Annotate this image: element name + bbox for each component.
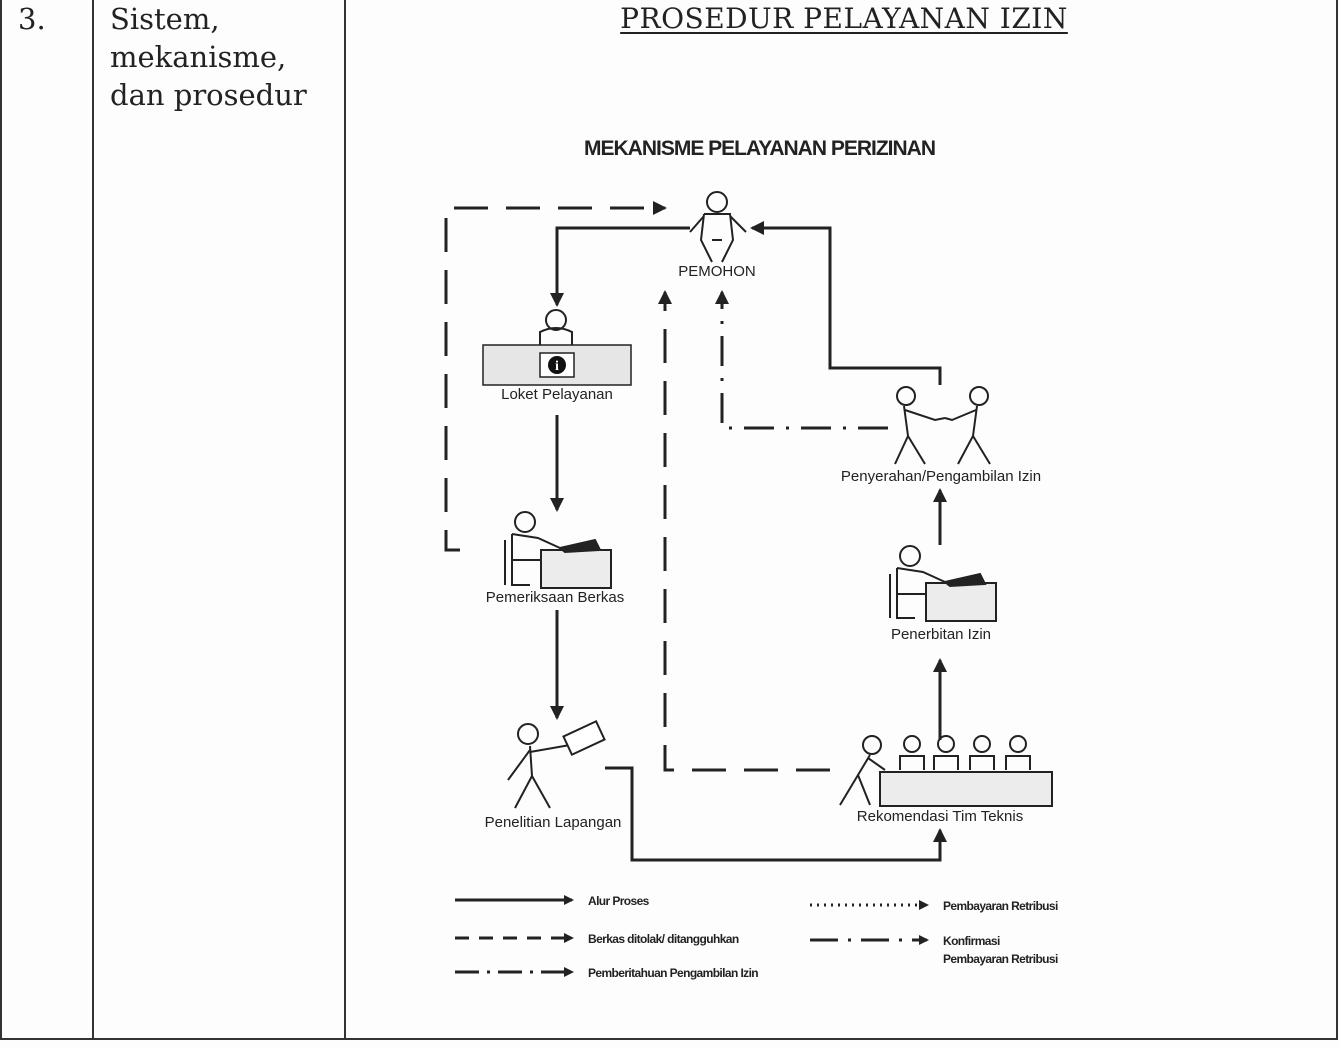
legend-pembayaran-label: Pembayaran Retribusi: [943, 899, 1058, 913]
legend-konfirmasi-label-1: Konfirmasi: [943, 934, 1000, 948]
arrow-penyerahan-notify: [715, 290, 888, 430]
process-arrows: [550, 221, 947, 862]
column-divider-2: [344, 0, 346, 1040]
arrow-penyerahan-to-pemohon: [750, 221, 942, 385]
loket-icon: i: [482, 309, 632, 386]
pemohon-figure: [689, 191, 747, 263]
section-heading: PROSEDUR PELAYANAN IZIN: [620, 2, 1068, 35]
legend-ditolak-label: Berkas ditolak/ ditangguhkan: [588, 932, 739, 946]
info-icon-glyph: i: [555, 359, 559, 374]
aspect-line-3: dan prosedur: [110, 78, 307, 112]
aspect-cell: Sistem, mekanisme, dan prosedur: [110, 0, 307, 114]
aspect-line-1: Sistem,: [110, 2, 220, 36]
penyerahan-label: Penyerahan/Pengambilan Izin: [841, 468, 1041, 485]
pemeriksaan-icon: [504, 511, 612, 589]
rekomendasi-label: Rekomendasi Tim Teknis: [857, 808, 1023, 825]
column-divider-1: [92, 0, 94, 1040]
legend: Alur Proses Berkas ditolak/ ditangguhkan…: [455, 894, 1059, 980]
penelitian-icon: [507, 720, 606, 809]
arrow-rejected-to-pemohon: [444, 201, 667, 552]
diagram-title: MEKANISME PELAYANAN PERIZINAN: [584, 137, 936, 160]
notification-arrow: [715, 290, 888, 430]
legend-konfirmasi-label-2: Pembayaran Retribusi: [943, 952, 1058, 966]
row-number: 3.: [18, 2, 46, 36]
info-icon: [548, 356, 566, 374]
arrow-pemohon-to-loket: [550, 226, 690, 307]
legend-pemberitahuan-label: Pemberitahuan Pengambilan Izin: [588, 966, 758, 980]
rejected-arrows: [444, 201, 830, 772]
arrow-rekomendasi-rejected: [658, 290, 830, 772]
penerbitan-icon: [889, 545, 997, 622]
pemohon-label: PEMOHON: [678, 263, 756, 280]
penyerahan-icon: [894, 386, 991, 465]
penerbitan-label: Penerbitan Izin: [891, 626, 991, 643]
arrow-penelitian-to-rekomendasi: [605, 766, 947, 862]
aspect-line-2: mekanisme,: [110, 40, 287, 74]
pemeriksaan-label: Pemeriksaan Berkas: [486, 589, 624, 606]
penelitian-label: Penelitian Lapangan: [485, 814, 622, 831]
rekomendasi-icon: [839, 735, 1053, 807]
loket-label: Loket Pelayanan: [501, 386, 613, 403]
legend-alur-label: Alur Proses: [588, 894, 650, 908]
